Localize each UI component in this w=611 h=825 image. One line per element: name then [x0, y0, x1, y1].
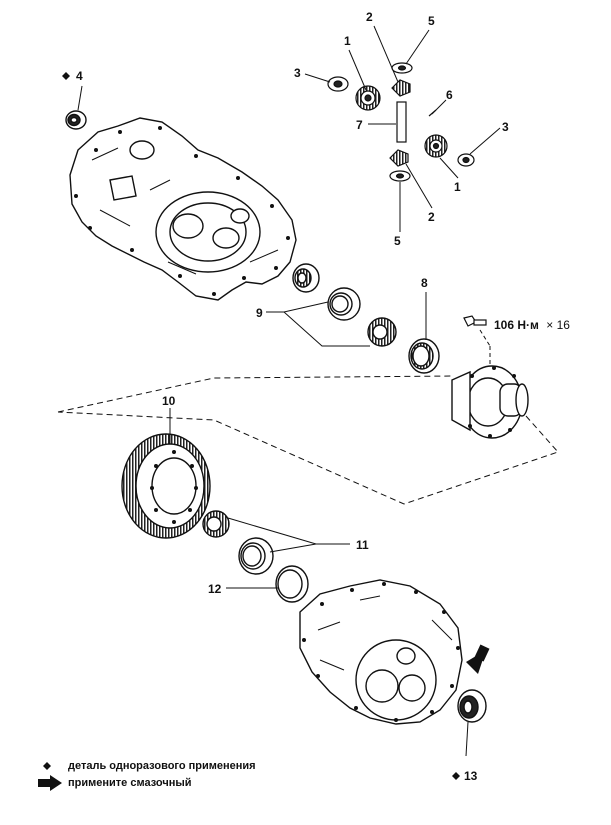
legend-grease-label: примените смазочный [68, 777, 192, 789]
transaxle-housing-upper [69, 117, 297, 301]
leader-lines [77, 25, 501, 757]
callout-3-upper: 3 [294, 66, 301, 80]
callout-8: 8 [421, 276, 428, 290]
legend-disposable-icon [43, 762, 51, 770]
bearing-race-upper [292, 263, 320, 293]
callout-11: 11 [356, 538, 369, 552]
callout-4: 4 [76, 69, 83, 83]
ring-gear-10 [121, 433, 211, 539]
shim-12 [275, 565, 309, 603]
oil-seal-4 [65, 110, 87, 130]
callout-2-upper: 2 [366, 10, 373, 24]
callout-5-lower: 5 [394, 234, 401, 248]
pinion-gear-2-upper [391, 79, 411, 97]
legend-grease-arrow-icon [38, 775, 62, 791]
callout-13: 13 [464, 769, 478, 783]
washer-5-upper [391, 62, 413, 74]
callout-6: 6 [446, 88, 453, 102]
callout-2-lower: 2 [428, 210, 435, 224]
callout-7: 7 [356, 118, 363, 132]
bolt [463, 315, 487, 327]
pinion-shaft-7 [396, 101, 407, 143]
thrust-washer-3-upper [327, 76, 349, 92]
shim-8 [408, 338, 440, 374]
callout-5-upper: 5 [428, 14, 435, 28]
bearing-9-roller [367, 317, 397, 347]
bearing-outer-race-11 [238, 537, 274, 575]
oil-seal-13 [457, 689, 487, 723]
callout-3-lower: 3 [502, 120, 509, 134]
callout-1-lower: 1 [454, 180, 461, 194]
callout-12: 12 [208, 582, 222, 596]
grease-arrow-icon [466, 644, 490, 674]
callout-10: 10 [162, 394, 176, 408]
callout-9: 9 [256, 306, 263, 320]
side-gear-1-upper [355, 85, 381, 111]
callout-1-upper: 1 [344, 34, 351, 48]
transaxle-case-lower [299, 579, 463, 725]
side-gear-1-lower [424, 134, 448, 158]
bearing-outer-race-9 [327, 287, 361, 321]
pinion-gear-2-lower [389, 149, 409, 167]
thrust-washer-3-lower [457, 153, 475, 167]
legend-disposable-label: деталь одноразового применения [68, 760, 256, 772]
washer-5-lower [389, 170, 411, 182]
diamond-marker-4-icon [62, 72, 70, 80]
differential-case [451, 365, 529, 439]
torque-multiplier: × 16 [546, 318, 570, 332]
torque-spec: 106 Н·м × 16 [494, 318, 570, 332]
assembly-dashed-outline [57, 375, 559, 505]
diamond-marker-13-icon [452, 772, 460, 780]
torque-value: 106 Н·м [494, 318, 539, 332]
bearing-11 [202, 510, 230, 538]
